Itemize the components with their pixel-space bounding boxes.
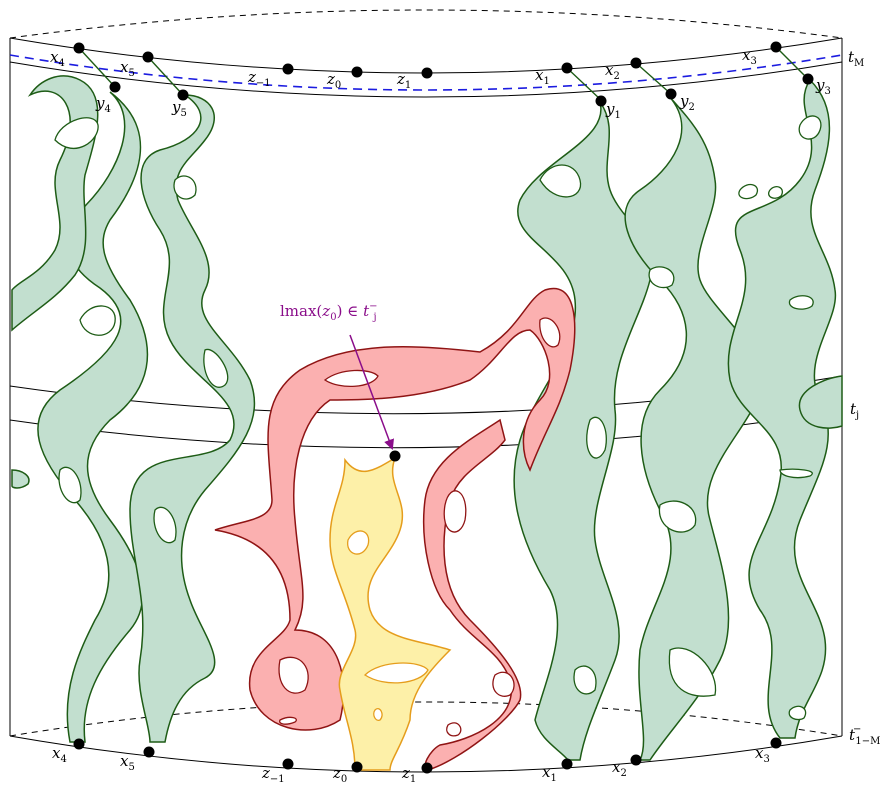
yellow-holes (347, 530, 429, 721)
label-top-z0: z0 (327, 70, 342, 91)
top-points (73, 41, 814, 107)
top-ellipse-back (9, 9, 843, 39)
label-top-x1: x1 (535, 66, 550, 87)
point-top-x4 (73, 42, 85, 54)
label-top-y5: y5 (172, 98, 187, 119)
label-top-y3: y3 (816, 76, 831, 97)
point-top-z0 (351, 66, 363, 78)
green-strand-x4-left (11, 75, 99, 332)
point-top-z1 (421, 67, 433, 79)
point-top-y2 (665, 88, 677, 100)
label-top-x2: x2 (605, 61, 620, 82)
point-bottom-z0 (351, 761, 363, 773)
red-strand-right (422, 418, 522, 771)
lmax-point (389, 450, 401, 462)
dashed-blue-curve (9, 54, 843, 91)
label-bottom-x5: x5 (120, 752, 135, 773)
label-top-y2: y2 (680, 92, 695, 113)
point-top-x3 (770, 41, 782, 53)
label-top-y4: y4 (96, 94, 111, 115)
point-top-y5 (177, 89, 189, 101)
label-bottom-x4: x4 (52, 744, 67, 765)
lmax-annotation: lmax(z0) ∈ t−j (280, 301, 378, 323)
level-label-top: tM (848, 48, 865, 69)
point-top-x5 (142, 51, 154, 63)
label-top-x3: x3 (742, 46, 757, 67)
label-top-z1: z1 (397, 70, 412, 91)
point-bottom-z-1 (282, 758, 294, 770)
point-top-x1 (561, 62, 573, 74)
point-top-y4 (109, 81, 121, 93)
label-bottom-z0: z0 (333, 764, 348, 785)
red-strand-left (214, 287, 576, 731)
top-connectors (78, 46, 809, 101)
green-holes (54, 115, 822, 721)
green-blob-right (798, 375, 843, 429)
point-top-z-1 (282, 63, 294, 75)
label-bottom-x3: x3 (755, 744, 770, 765)
label-bottom-x2: x2 (612, 758, 627, 779)
annotation-arrow (349, 334, 394, 450)
bottom-ellipse-back (9, 701, 843, 737)
point-bottom-x2 (630, 754, 642, 766)
level-label-bottom: t−1−M (849, 724, 881, 747)
green-blob-left (11, 469, 30, 489)
label-top-x4: x4 (50, 48, 65, 69)
label-bottom-z-1: z−1 (262, 764, 285, 785)
point-top-y3 (802, 73, 814, 85)
label-bottom-x1: x1 (542, 763, 557, 784)
label-top-z-1: z−1 (248, 68, 271, 89)
level-label-middle: tj (850, 400, 860, 421)
point-bottom-x1 (561, 758, 573, 770)
green-strand-x3 (727, 78, 837, 739)
point-bottom-x3 (770, 737, 782, 749)
red-holes (278, 317, 561, 737)
green-regions (11, 75, 843, 761)
label-top-y1: y1 (606, 100, 621, 121)
point-bottom-z1 (421, 762, 433, 774)
green-strand-x4 (37, 91, 149, 743)
point-top-x2 (630, 57, 642, 69)
point-bottom-x4 (73, 738, 85, 750)
label-top-x5: x5 (120, 58, 135, 79)
bottom-points (73, 737, 782, 774)
label-bottom-z1: z1 (402, 764, 417, 785)
green-strand-x5 (129, 94, 256, 743)
point-top-y1 (595, 95, 607, 107)
point-bottom-x5 (143, 746, 155, 758)
